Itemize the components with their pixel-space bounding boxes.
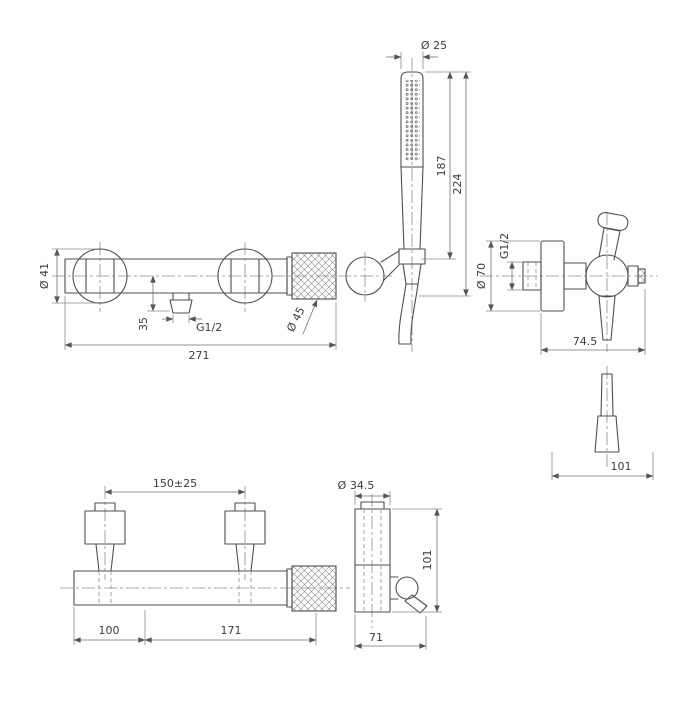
dim-label-outlet-thread: G1/2 <box>196 321 222 334</box>
view-mixer-front: Ø 41 35 G1/2 271 Ø 45 <box>38 242 392 362</box>
shower-head-outline <box>400 71 424 168</box>
dim-label-overall-width: 271 <box>189 349 210 362</box>
dim-label-wand-length: 187 <box>435 156 448 177</box>
centerline <box>104 486 246 580</box>
union-stem-left <box>95 543 115 572</box>
union-nut-edges <box>85 258 260 294</box>
hidden-bore-lines <box>363 509 382 612</box>
view-handshower-front: Ø 25 187 224 <box>345 39 471 352</box>
dim-label-overall-depth: 101 <box>611 460 632 473</box>
wall-flange-right <box>217 248 273 304</box>
thread-hidden-lines <box>527 262 537 290</box>
leader-line <box>302 299 318 335</box>
bottom-outlet <box>169 292 193 314</box>
ext-line <box>172 315 190 323</box>
centerline <box>99 242 246 312</box>
union-stem-right <box>235 543 255 572</box>
ext-line <box>354 614 427 650</box>
dim-label-inlet-thread: G1/2 <box>498 233 511 259</box>
ext-line <box>64 296 337 350</box>
handle-knurl-end <box>637 268 646 284</box>
hose-outline <box>398 283 419 345</box>
holder-arm <box>380 250 400 281</box>
wall-flange-left <box>72 248 128 304</box>
dim-label-height: 101 <box>421 550 434 571</box>
dim-label-inlet-spacing: 150±25 <box>153 477 197 490</box>
hidden-lines <box>98 571 252 605</box>
dim-label-flange-diameter: Ø 41 <box>38 263 51 289</box>
dim-label-handle-diameter: Ø 45 <box>284 305 307 334</box>
ext-line <box>354 491 391 505</box>
handle-neck <box>389 576 399 600</box>
knurled-handle <box>291 252 337 300</box>
view-mixer-bottom: 150±25 100 171 <box>60 477 350 645</box>
spray-face-nozzles <box>404 80 420 162</box>
wand-lower-cone <box>594 415 620 453</box>
ext-line <box>392 508 442 613</box>
dim-label-total-length: 224 <box>451 174 464 195</box>
dim-label-outlet-offset: 35 <box>137 317 150 331</box>
dim-label-body-diameter: Ø 34.5 <box>338 479 375 492</box>
shower-handle-outline <box>400 166 424 250</box>
dim-label-left-section: 100 <box>99 624 120 637</box>
knurled-handle-bottom <box>291 565 337 612</box>
body-top-cap <box>360 501 385 510</box>
dim-label-depth: 71 <box>369 631 383 644</box>
outlet-cone <box>598 295 616 341</box>
handle-knob <box>395 576 419 600</box>
dim-label-right-section: 171 <box>221 624 242 637</box>
dim-label-head-diameter: Ø 25 <box>421 39 447 52</box>
dim-label-depth-to-handle: 74.5 <box>573 335 598 348</box>
view-mixer-bottom-side: Ø 34.5 101 71 <box>338 479 442 650</box>
union-body-right <box>224 510 266 545</box>
union-body-left <box>84 510 126 545</box>
view-mixer-side: G1/2 Ø 70 74.5 101 <box>475 212 658 480</box>
body-side-outline <box>354 508 391 613</box>
handle-lever <box>404 594 428 614</box>
holder-socket <box>597 212 629 231</box>
dim-label-side-flange-diameter: Ø 70 <box>475 263 488 289</box>
ext-line <box>486 240 540 312</box>
